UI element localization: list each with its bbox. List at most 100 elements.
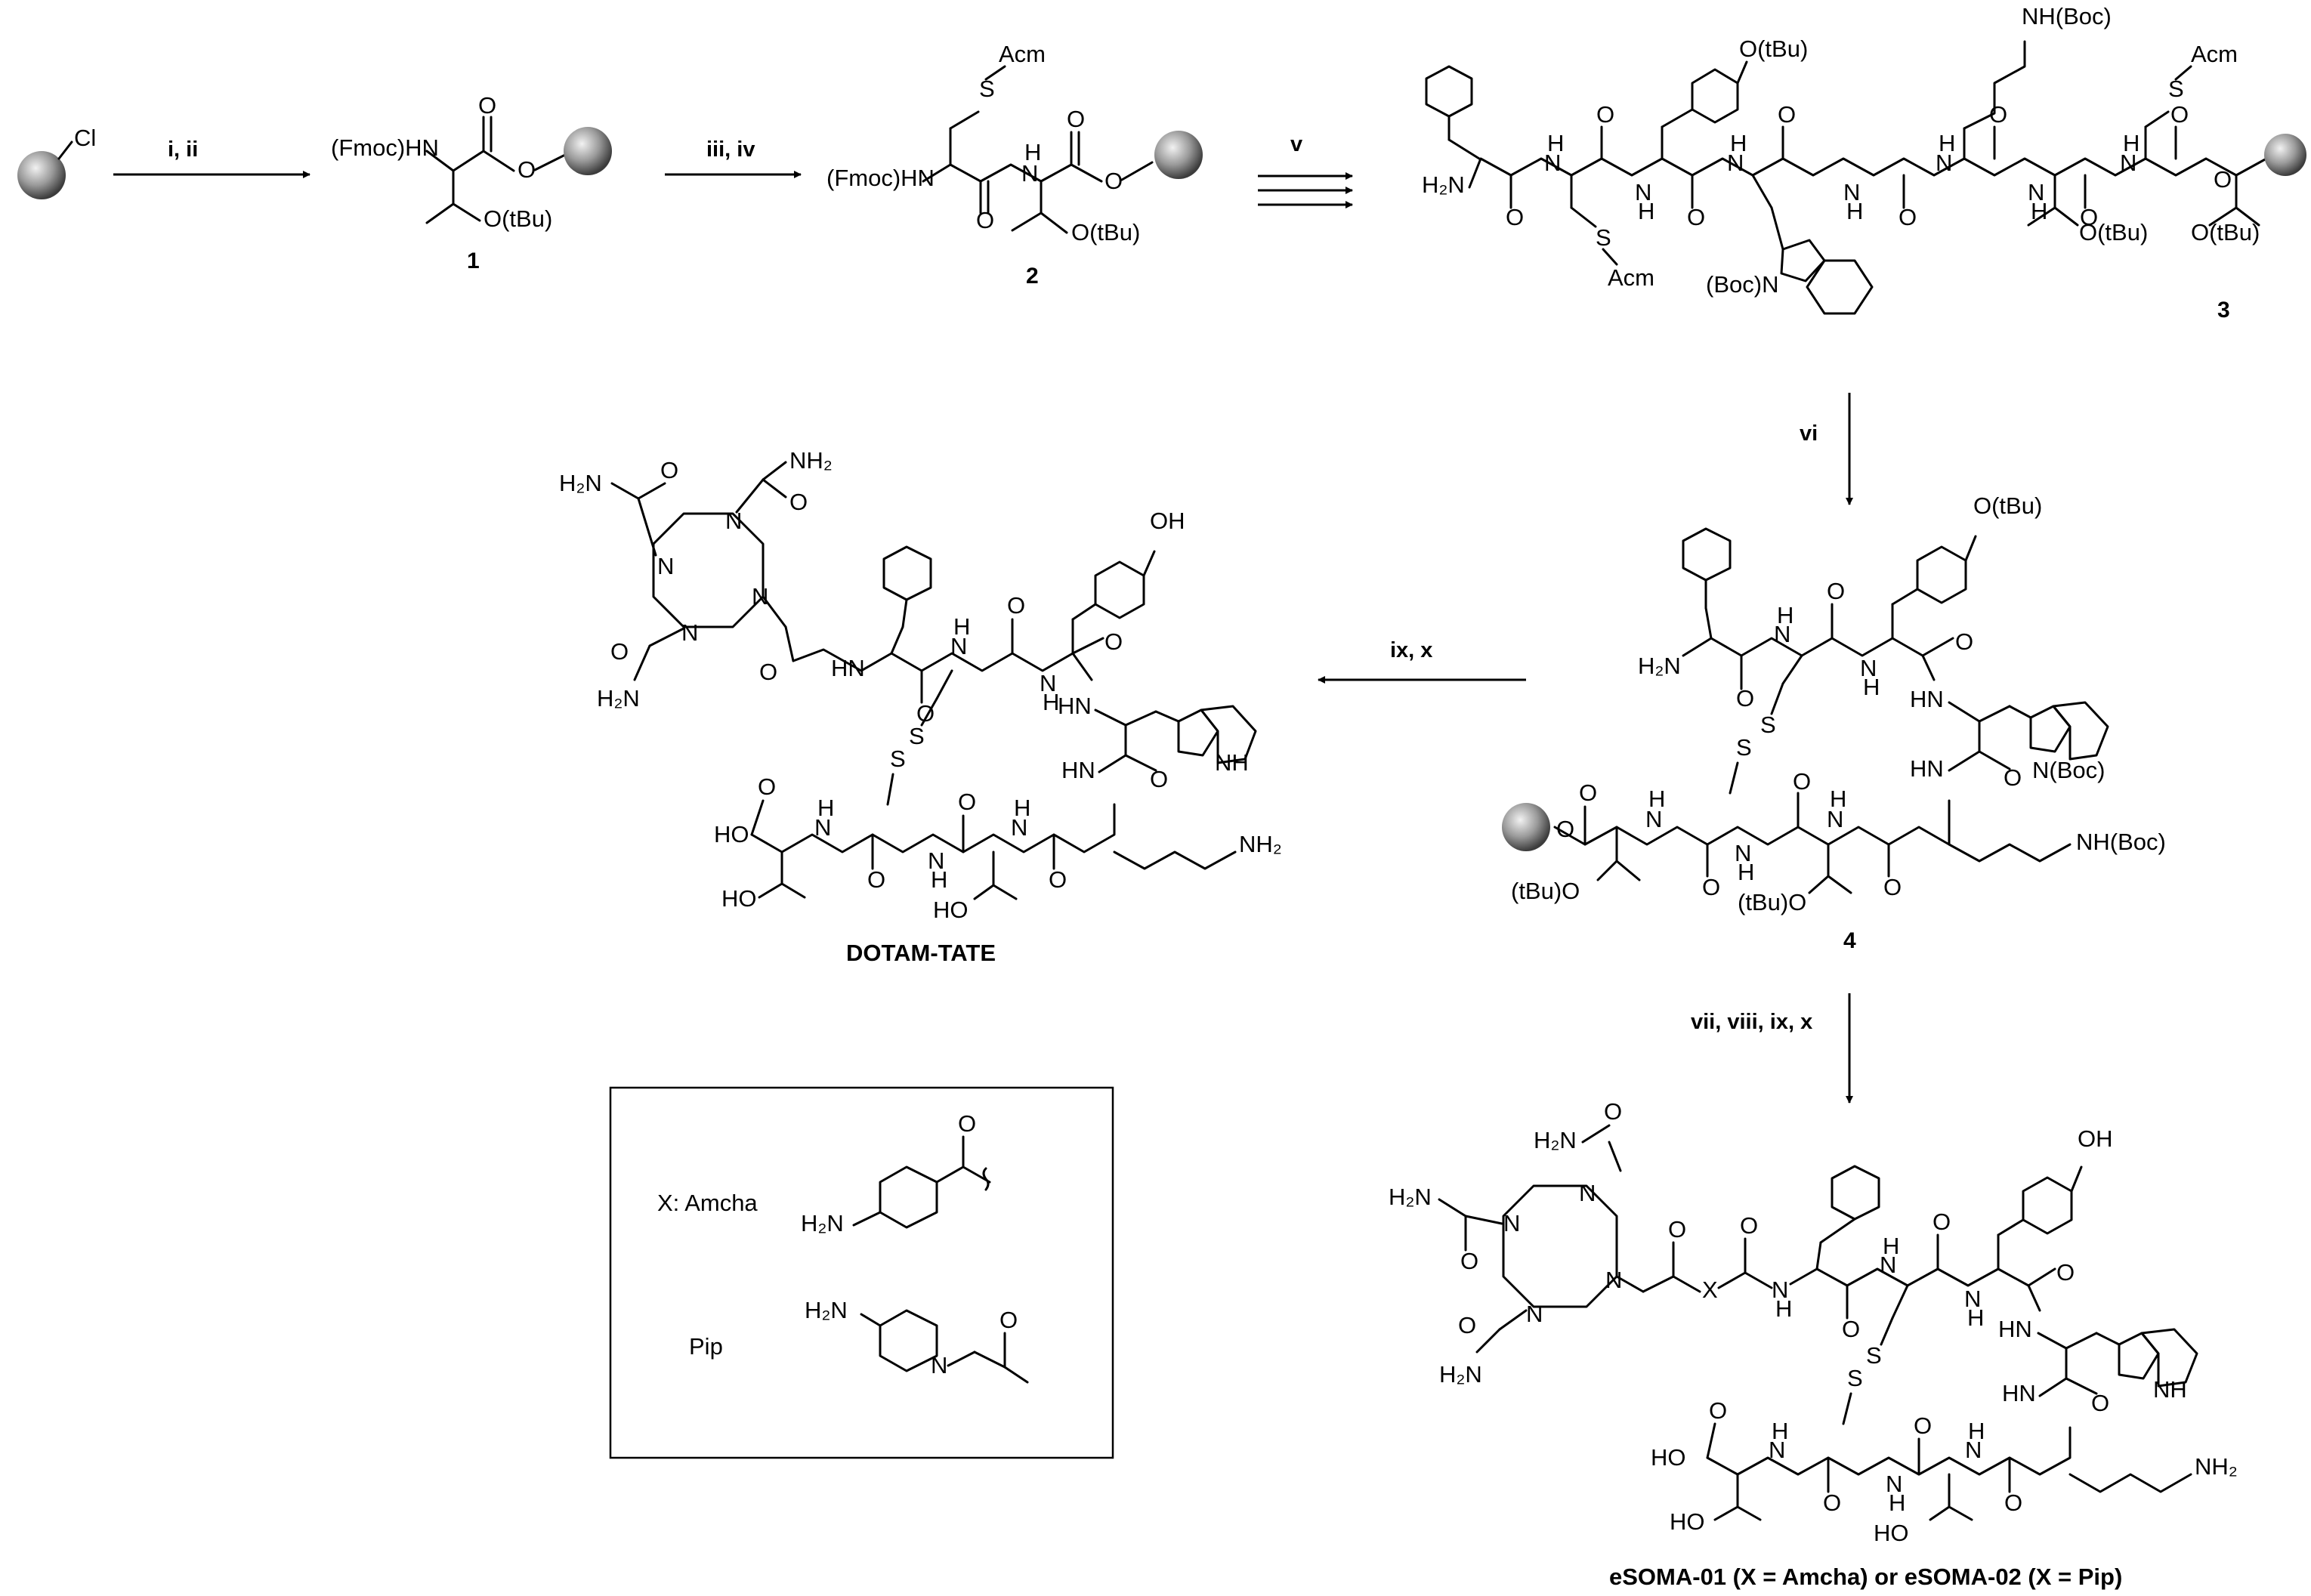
atom-label: (Boc)N — [1706, 271, 1778, 298]
atom-label: N(Boc) — [2032, 757, 2105, 783]
step-6: vii, viii, ix, x — [1691, 993, 1853, 1104]
atom-label: O — [1883, 874, 1902, 900]
atom-label: O(tBu) — [1739, 36, 1808, 62]
atom-label: S — [909, 723, 925, 749]
reagent-label: i, ii — [168, 137, 198, 162]
atom-label: N — [1880, 1252, 1896, 1278]
atom-label: HO — [714, 821, 749, 847]
atom-label: H₂N — [1638, 653, 1681, 679]
atom-label: H₂N — [805, 1297, 848, 1323]
atom-label: H — [1547, 130, 1564, 156]
atom-label: H₂N — [1439, 1361, 1482, 1388]
atom-label: O — [1007, 592, 1025, 619]
atom-label: O — [916, 700, 935, 727]
atom-label: O(tBu) — [1973, 492, 2042, 519]
atom-label: N — [1645, 806, 1662, 832]
atom-label: H — [1638, 198, 1654, 224]
atom-label: H — [1738, 859, 1754, 885]
atom-label: NH₂ — [1239, 831, 1282, 857]
atom-label: O — [2170, 101, 2189, 128]
step-3: v — [1258, 132, 1353, 208]
atom-label: O — [789, 489, 808, 515]
atom-label: N — [814, 814, 831, 841]
atom-label: H — [1863, 674, 1880, 700]
atom-label: O — [1604, 1098, 1622, 1125]
atom-label: O — [2004, 1489, 2022, 1516]
atom-label: O — [1049, 866, 1067, 893]
atom-label: HN — [2002, 1380, 2036, 1406]
atom-label: H₂N — [597, 685, 640, 712]
atom-label: O — [976, 207, 994, 233]
atom-label: N — [1843, 179, 1860, 205]
atom-label: H — [1775, 1295, 1792, 1322]
atom-label: N — [2028, 179, 2044, 205]
resin-bead — [564, 127, 612, 175]
legend-label-amcha: X: Amcha — [657, 1190, 758, 1216]
step-4: vi — [1800, 393, 1853, 505]
compound-4: H₂N O H N O N H O O(tBu) HN N(Boc) O HN — [1502, 492, 2166, 953]
atom-label: O — [867, 866, 885, 893]
dotam-tate: H₂N O NH₂ O N N N N O H₂N O HN O H N O N — [559, 447, 1282, 966]
atom-label: S — [890, 746, 906, 772]
atom-label: H — [1889, 1489, 1905, 1516]
reagent-label: v — [1290, 132, 1302, 156]
resin-start: Cl — [17, 125, 96, 199]
atom-label: N — [1544, 150, 1561, 176]
atom-label: S — [1760, 712, 1776, 738]
atom-label: HO — [1670, 1508, 1705, 1535]
atom-label: N — [1526, 1301, 1543, 1327]
atom-label: N — [1503, 1210, 1520, 1236]
atom-label: N — [950, 633, 967, 659]
atom-label: N — [657, 553, 674, 579]
atom-label: O — [999, 1307, 1018, 1333]
atom-label: H₂N — [1534, 1127, 1577, 1153]
atom-label: H — [953, 613, 970, 640]
atom-label: O — [1067, 106, 1085, 132]
atom-label: N — [1936, 150, 1952, 176]
atom-label: N — [725, 508, 742, 534]
atom-label: O — [1687, 204, 1705, 230]
atom-label: NH₂ — [2195, 1453, 2238, 1480]
atom-label: O(tBu) — [484, 205, 552, 232]
atom-label: H — [931, 866, 947, 893]
atom-label: HO — [1874, 1520, 1909, 1546]
atom-label: O — [759, 659, 777, 685]
atom-label: N — [1011, 814, 1027, 841]
reagent-label: vi — [1800, 421, 1818, 446]
atom-label: H — [1968, 1418, 1985, 1444]
atom-label: N — [1021, 160, 1038, 187]
atom-label: N — [1040, 670, 1056, 696]
atom-label: O — [2056, 1259, 2075, 1286]
reagent-label: ix, x — [1390, 638, 1432, 662]
compound-number: 3 — [2217, 298, 2230, 323]
atom-label: NH — [2153, 1376, 2187, 1403]
atom-label: H — [1024, 139, 1041, 165]
atom-label: S — [979, 76, 995, 102]
linker-legend: X: Amcha H₂N O Pip H₂N N O — [609, 1086, 1114, 1459]
atom-label: N — [1860, 655, 1877, 681]
atom-label: N — [1635, 179, 1651, 205]
compound-name: DOTAM-TATE — [846, 940, 996, 966]
atom-label: N — [1735, 840, 1751, 866]
atom-label: S — [2168, 76, 2184, 102]
atom-label: OH — [2078, 1125, 2113, 1152]
resin-bead — [1154, 131, 1203, 179]
atom-label: H — [1967, 1304, 1984, 1331]
atom-label: N — [1579, 1180, 1596, 1206]
atom-label: HN — [1910, 755, 1944, 782]
atom-label: O(tBu) — [2191, 219, 2260, 245]
atom-label: (Fmoc)HN — [826, 165, 935, 191]
atom-label: O — [1458, 1312, 1476, 1338]
atom-label: H₂N — [1422, 171, 1465, 198]
atom-label: O — [1105, 628, 1123, 655]
atom-label: N — [1772, 1276, 1788, 1303]
atom-label: O(tBu) — [1071, 219, 1140, 245]
compound-number: 2 — [1026, 264, 1039, 289]
atom-label: O — [1150, 766, 1168, 792]
atom-label: O — [1506, 204, 1524, 230]
atom-label: Acm — [1608, 264, 1654, 291]
atom-label: NH(Boc) — [2022, 3, 2112, 29]
atom-label: O — [1460, 1248, 1478, 1274]
atom-label: N — [931, 1352, 947, 1378]
atom-label: H — [1777, 602, 1793, 628]
